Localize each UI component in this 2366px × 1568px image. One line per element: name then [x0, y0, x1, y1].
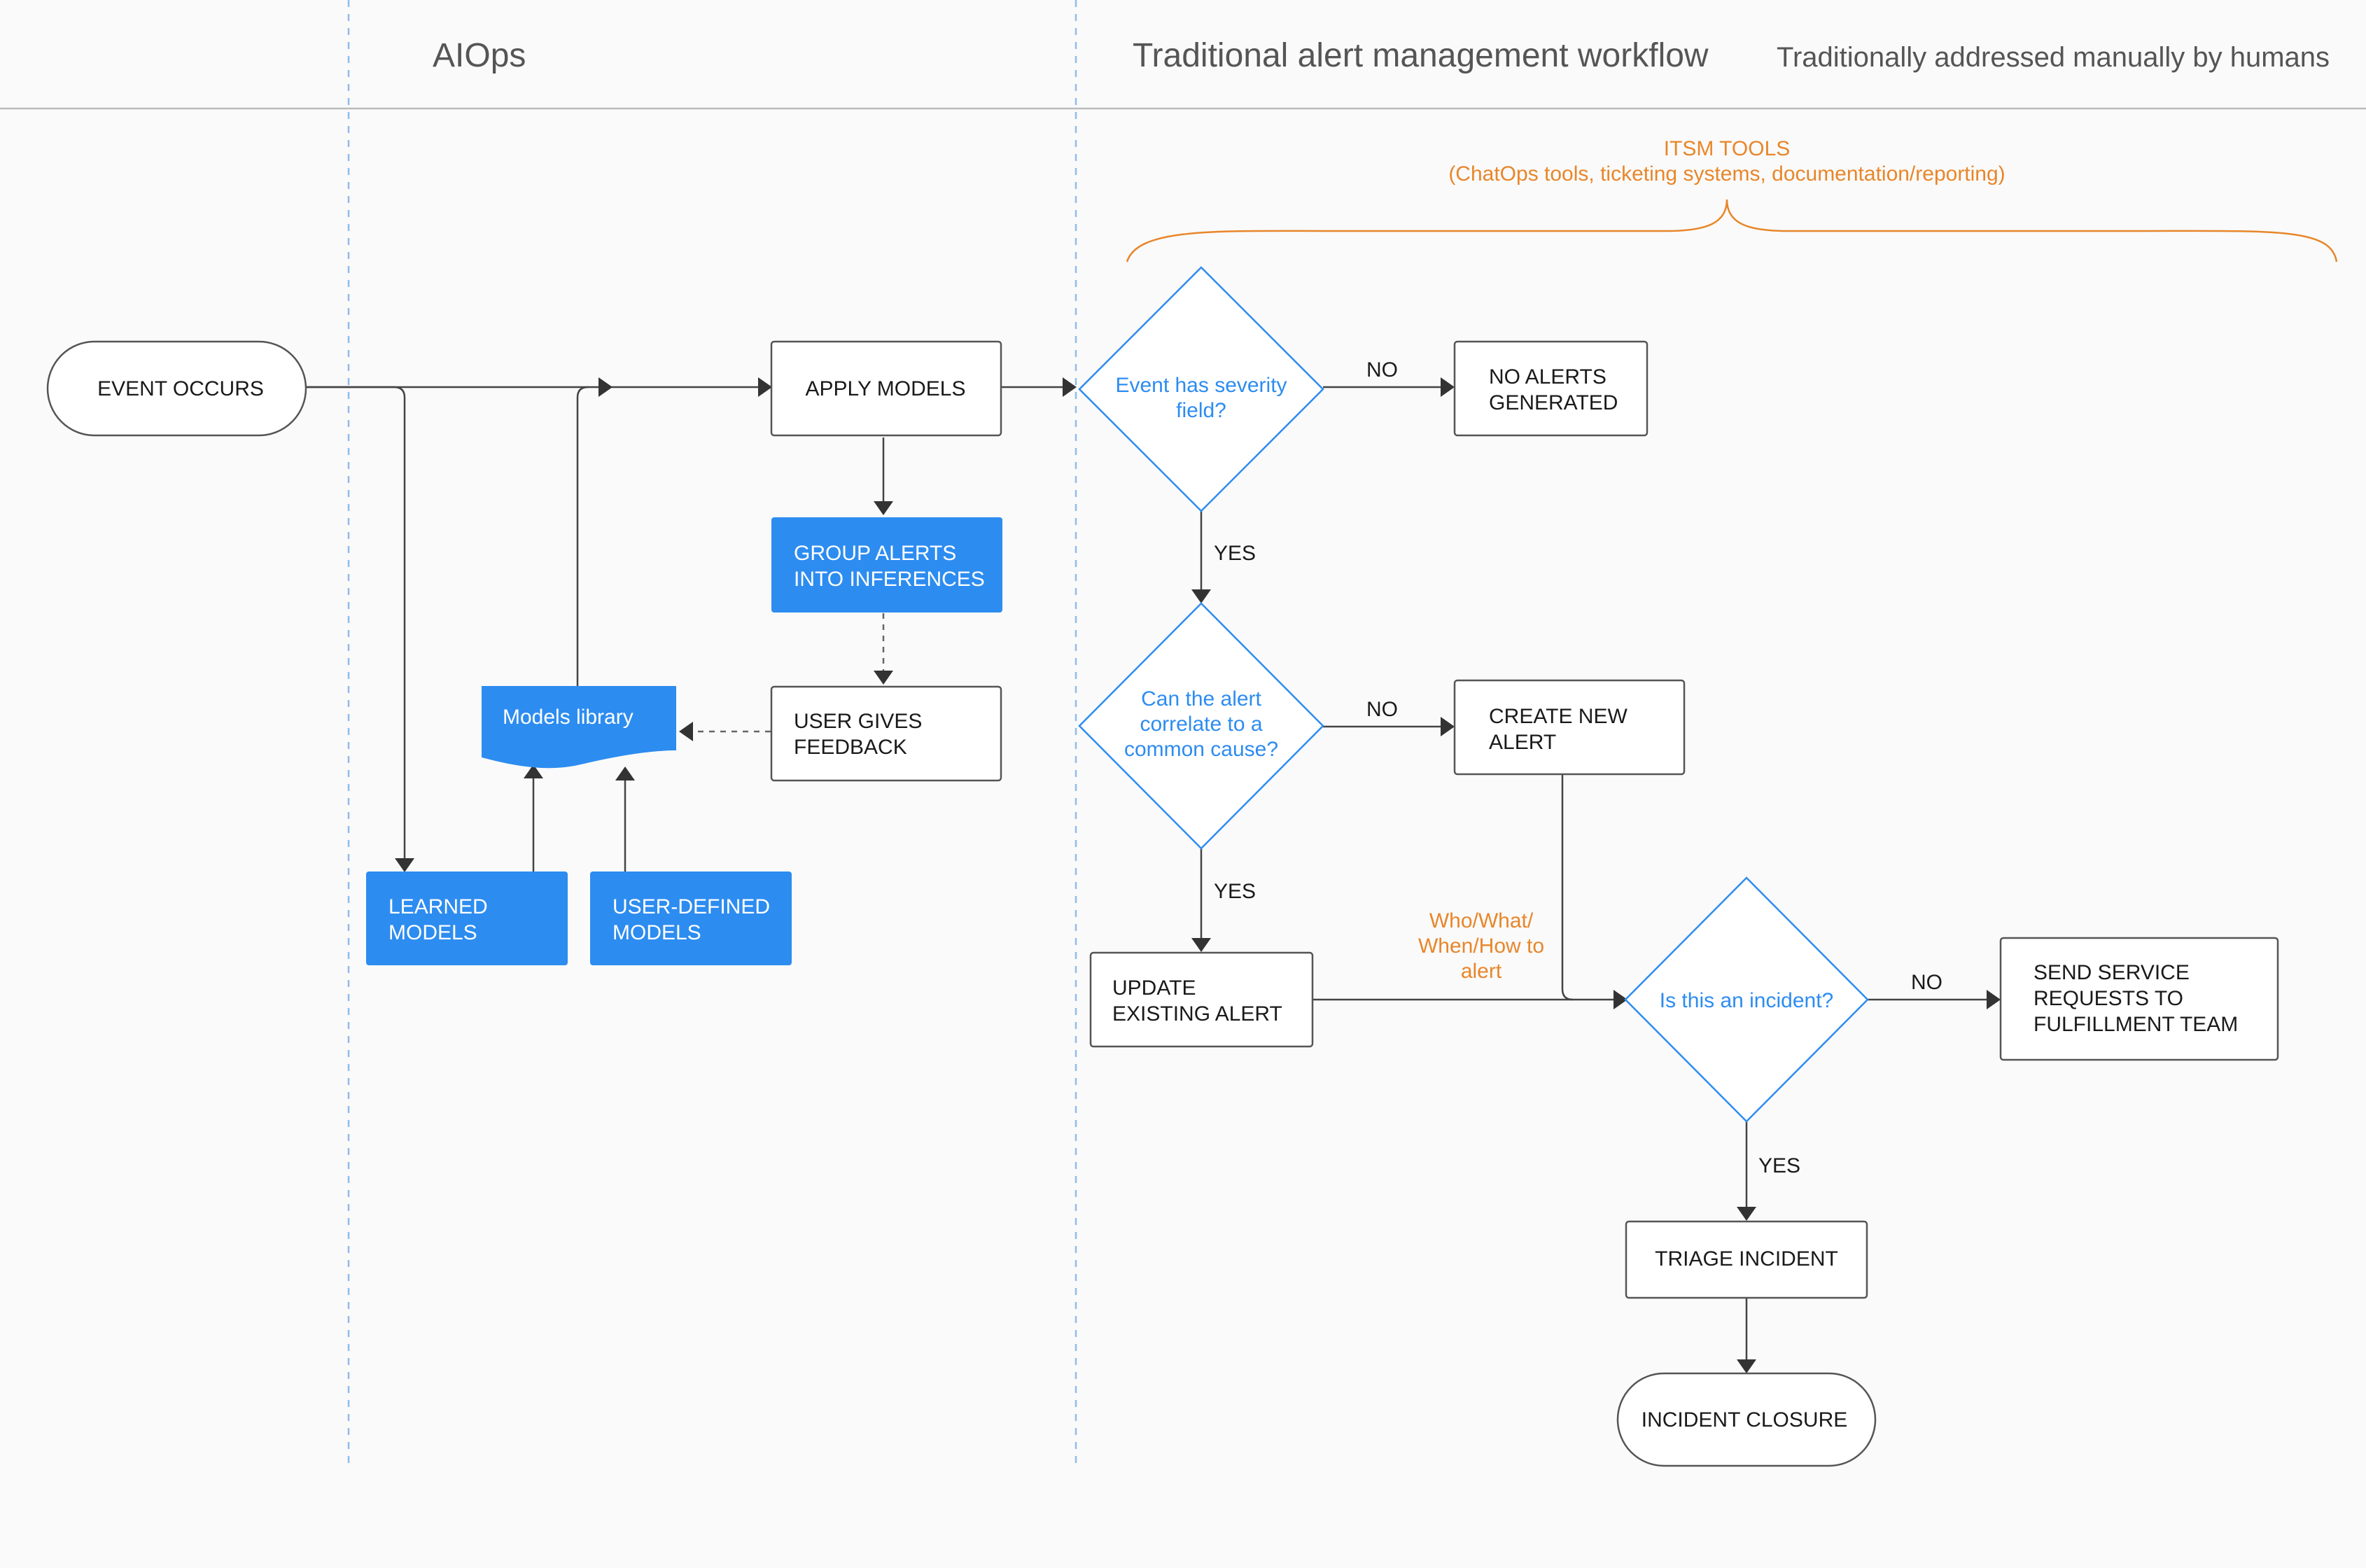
- edge-label-no-1: NO: [1366, 358, 1398, 382]
- node-apply-models-label: APPLY MODELS: [806, 377, 966, 400]
- edge-library-to-main: [576, 386, 589, 686]
- edge-label-yes-1: YES: [1214, 542, 1256, 565]
- arrow-into-severity: [1063, 377, 1077, 397]
- node-learned-models: [366, 872, 568, 965]
- node-update-alert-label-1: UPDATE: [1112, 976, 1196, 1000]
- annotation-who-what-2: When/How to: [1418, 934, 1544, 958]
- itsm-title: ITSM TOOLS: [1664, 137, 1791, 160]
- node-learned-models-label-2: MODELS: [388, 921, 477, 944]
- node-user-feedback-label-2: FEEDBACK: [794, 736, 907, 759]
- annotation-who-what-1: Who/What/: [1429, 909, 1534, 932]
- aiops-lane-title: AIOps: [433, 37, 526, 74]
- arrow-into-library: [679, 722, 693, 741]
- node-no-alerts-label-1: NO ALERTS: [1489, 365, 1606, 388]
- node-triage: [1625, 1220, 1868, 1299]
- edge-event-to-learned: [306, 386, 406, 860]
- decision-severity-field: [1078, 266, 1324, 512]
- arrow-into-learned: [395, 858, 414, 872]
- node-group-alerts: [771, 517, 1002, 612]
- arrow-into-correlate: [1191, 589, 1211, 603]
- arrow-into-closure: [1737, 1359, 1756, 1373]
- decision-common-cause-label-3: common cause?: [1124, 738, 1278, 761]
- itsm-subtitle: (ChatOps tools, ticketing systems, docum…: [1448, 162, 2005, 186]
- edge-label-yes-3: YES: [1758, 1154, 1800, 1177]
- node-event-occurs-label: EVENT OCCURS: [97, 377, 264, 400]
- node-create-alert-label-1: CREATE NEW: [1489, 705, 1628, 728]
- node-update-alert-label-2: EXISTING ALERT: [1112, 1002, 1282, 1026]
- arrow-into-apply: [758, 377, 772, 397]
- edge-label-no-2: NO: [1366, 698, 1398, 721]
- node-models-library-label: Models library: [503, 706, 634, 729]
- node-user-defined-models-label-1: USER-DEFINED: [612, 895, 770, 918]
- decision-common-cause-label-2: correlate to a: [1140, 713, 1262, 736]
- itsm-brace: [1126, 199, 2338, 262]
- node-no-alerts: [1453, 340, 1648, 437]
- node-no-alerts-label-2: GENERATED: [1489, 391, 1618, 414]
- arrow-into-feedback: [874, 671, 893, 685]
- node-triage-label: TRIAGE INCIDENT: [1655, 1247, 1838, 1270]
- node-models-library: [482, 686, 676, 769]
- node-apply-models: [770, 340, 1002, 437]
- decision-common-cause-label-1: Can the alert: [1141, 687, 1261, 710]
- node-learned-models-label-1: LEARNED: [388, 895, 488, 918]
- arrow-into-triage: [1737, 1207, 1756, 1221]
- arrow-userdefined-library: [615, 766, 635, 780]
- decision-is-incident-label: Is this an incident?: [1660, 989, 1833, 1012]
- arrow-into-update: [1191, 938, 1211, 952]
- decision-common-cause: [1078, 602, 1324, 850]
- annotation-who-what-3: alert: [1461, 960, 1502, 983]
- node-incident-closure-label: INCIDENT CLOSURE: [1642, 1408, 1848, 1432]
- arrow-mid-event-apply: [598, 377, 612, 397]
- node-user-defined-models-label-2: MODELS: [612, 921, 701, 944]
- node-event-occurs: [46, 340, 307, 437]
- node-create-alert-label-2: ALERT: [1489, 731, 1556, 754]
- node-group-alerts-label-1: GROUP ALERTS: [794, 542, 956, 565]
- node-group-alerts-label-2: INTO INFERENCES: [794, 568, 985, 591]
- node-incident-closure: [1616, 1372, 1877, 1467]
- node-user-feedback: [770, 685, 1002, 782]
- decision-is-incident: [1624, 876, 1869, 1123]
- node-user-feedback-label-1: USER GIVES: [794, 710, 922, 733]
- node-send-requests-label-1: SEND SERVICE: [2033, 961, 2190, 984]
- arrow-into-incident: [1614, 990, 1628, 1009]
- traditional-lane-title: Traditional alert management workflow: [1133, 37, 1709, 74]
- edge-label-no-3: NO: [1911, 971, 1942, 994]
- decision-severity-label-2: field?: [1176, 399, 1226, 422]
- node-update-alert: [1089, 951, 1314, 1048]
- node-user-defined-models: [590, 872, 792, 965]
- node-send-requests: [1999, 937, 2279, 1061]
- traditional-lane-subtitle: Traditionally addressed manually by huma…: [1777, 42, 2330, 73]
- arrow-learned-library: [524, 764, 543, 778]
- decision-severity-label-1: Event has severity: [1115, 374, 1287, 397]
- edge-create-to-incident: [1561, 775, 1574, 1001]
- arrow-into-create: [1441, 717, 1455, 736]
- node-send-requests-label-2: REQUESTS TO: [2033, 987, 2183, 1010]
- arrow-into-group: [874, 501, 893, 515]
- arrow-into-noalerts: [1441, 377, 1455, 397]
- node-send-requests-label-3: FULFILLMENT TEAM: [2033, 1013, 2238, 1036]
- edge-label-yes-2: YES: [1214, 880, 1256, 903]
- arrow-into-send: [1987, 990, 2001, 1009]
- node-create-alert: [1453, 679, 1686, 776]
